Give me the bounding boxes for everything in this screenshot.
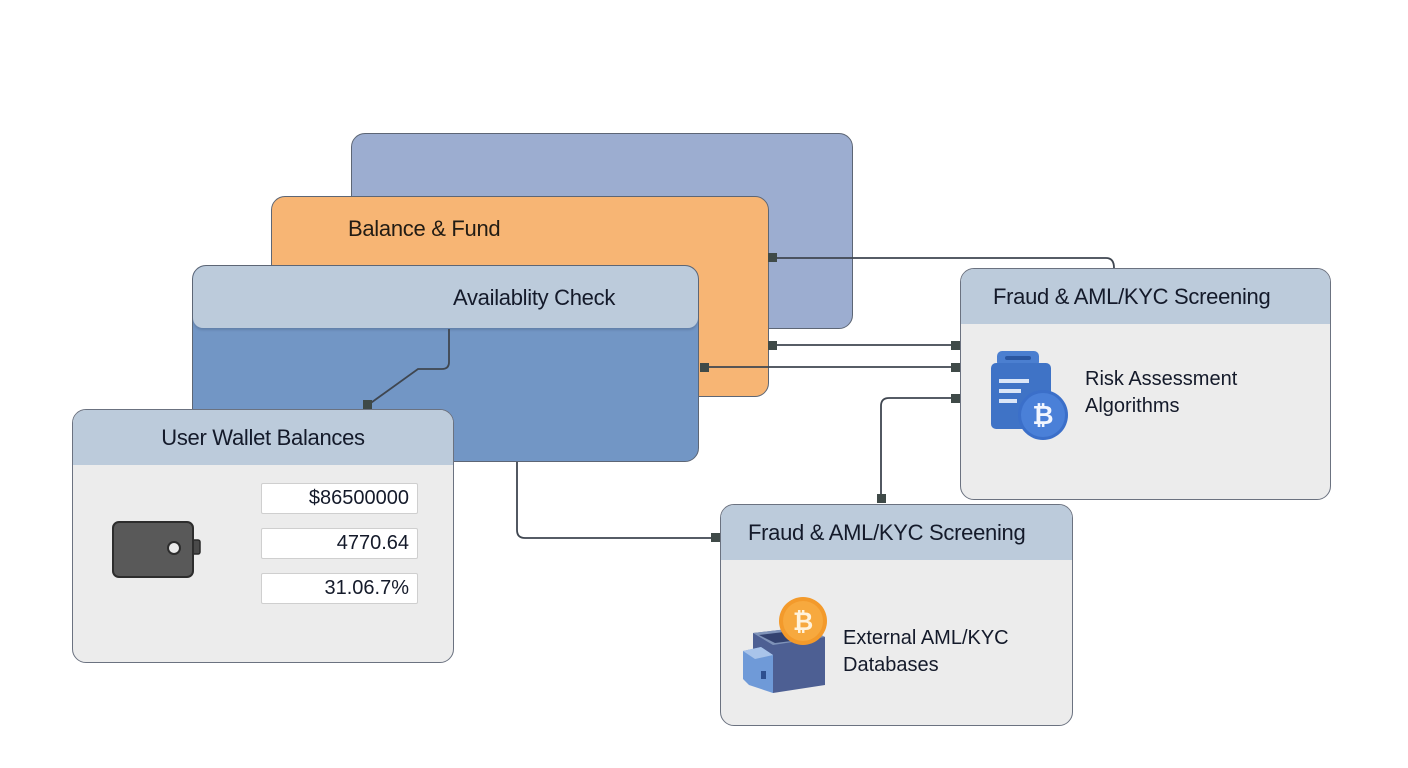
connector-avail-to-wallet [367, 329, 450, 406]
db-screening-title: Fraud & AML/KYC Screening [748, 519, 1026, 545]
risk-screening-title: Fraud & AML/KYC Screening [993, 283, 1271, 309]
db-label-line1: External AML/KYC [843, 627, 1009, 649]
connector-port [951, 363, 960, 372]
balance-fund-title: Balance & Fund [348, 216, 501, 241]
database-bitcoin-icon: ₿ [743, 597, 827, 693]
connector-avail-to-db [516, 462, 714, 539]
db-label-line2: Databases [843, 654, 939, 676]
connector-port [877, 494, 886, 503]
availability-check-title: Availablity Check [453, 285, 616, 310]
risk-screening-card[interactable]: Fraud & AML/KYC Screening ₿ Risk Assessm… [960, 268, 1331, 500]
connector-port [363, 400, 372, 409]
document-bitcoin-icon: ₿ [991, 351, 1068, 440]
connector-port [768, 341, 777, 350]
db-screening-card[interactable]: Fraud & AML/KYC Screening ₿ External AML… [720, 504, 1073, 726]
risk-screening-header: Fraud & AML/KYC Screening [961, 269, 1330, 324]
connector-port [768, 253, 777, 262]
risk-label-line1: Risk Assessment [1085, 368, 1238, 390]
db-screening-header: Fraud & AML/KYC Screening [721, 505, 1072, 560]
user-wallet-card[interactable]: User Wallet Balances $86500000 4770.64 3… [72, 409, 454, 663]
svg-text:₿: ₿ [793, 607, 813, 636]
user-wallet-header: User Wallet Balances [73, 410, 453, 465]
user-wallet-title: User Wallet Balances [161, 424, 365, 450]
risk-label-line2: Algorithms [1085, 395, 1180, 417]
connector-port [951, 394, 960, 403]
connector-port [711, 533, 720, 542]
connector-back-to-risk [773, 257, 1115, 269]
wallet-icon [112, 521, 201, 578]
wallet-value-field[interactable]: $86500000 [261, 483, 418, 514]
svg-text:₿: ₿ [1032, 401, 1053, 431]
connector-port [700, 363, 709, 372]
availability-check-header: Availablity Check [193, 266, 698, 328]
wallet-value-field[interactable]: 4770.64 [261, 528, 418, 559]
wallet-value-field[interactable]: 31.06.7% [261, 573, 418, 604]
connector-port [951, 341, 960, 350]
connector-db-to-risk [880, 397, 955, 498]
